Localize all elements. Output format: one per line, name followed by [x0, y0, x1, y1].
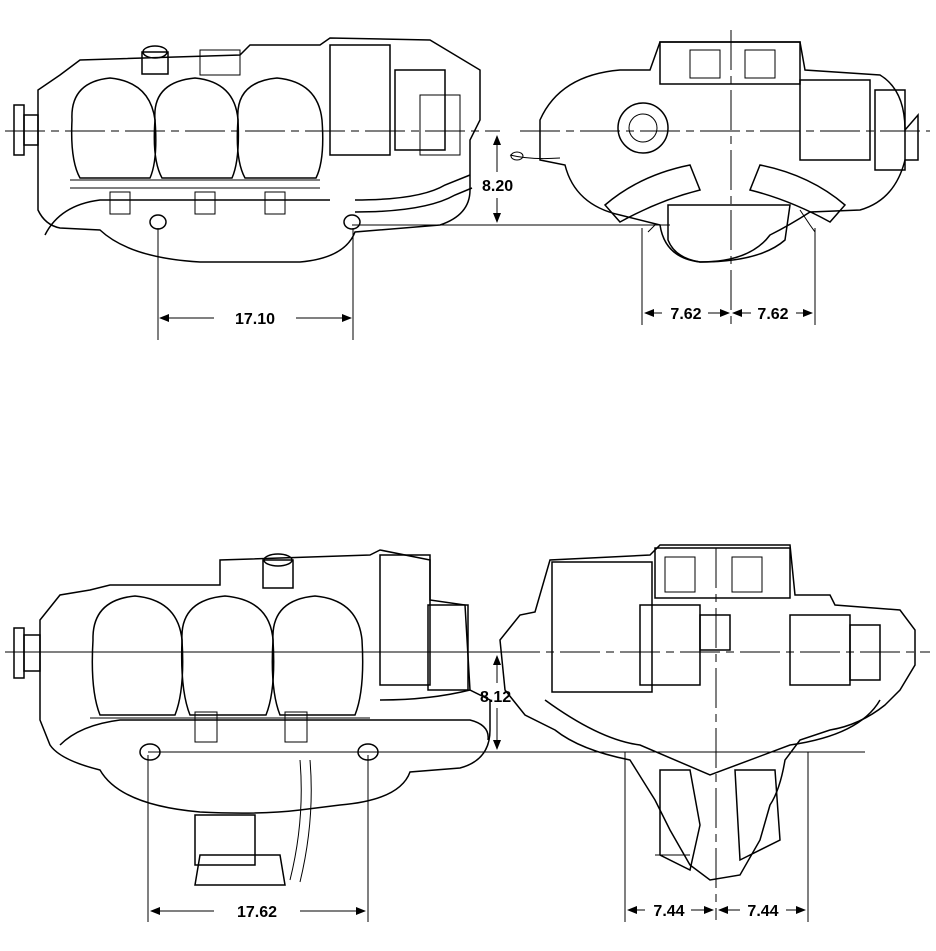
top-side-dim-vertical-label: 8.20	[482, 178, 513, 195]
bottom-end-dimension-right: 7.44	[719, 903, 805, 920]
bottom-side-view-engine	[14, 550, 490, 885]
top-end-dim-right-label: 7.62	[757, 306, 788, 323]
top-end-dimension-right: 7.62	[733, 306, 812, 323]
bottom-end-view-engine	[500, 545, 915, 880]
bottom-side-dim-horizontal-label: 17.62	[237, 904, 277, 921]
bottom-end-dim-left-label: 7.44	[653, 903, 684, 920]
top-side-dimension-17-10: 17.10	[160, 311, 351, 328]
bottom-side-dimension-17-62: 17.62	[151, 904, 365, 921]
bottom-end-dim-right-label: 7.44	[747, 903, 778, 920]
top-side-view-engine	[14, 38, 480, 262]
top-end-dim-left-label: 7.62	[670, 306, 701, 323]
bottom-side-dimension-8-12: 8.12	[480, 656, 511, 749]
top-side-dim-horizontal-label: 17.10	[235, 311, 275, 328]
top-side-dimension-8-20: 8.20	[482, 136, 513, 222]
top-end-view-engine	[510, 42, 918, 262]
top-end-dimension-left: 7.62	[645, 306, 729, 323]
bottom-end-dimension-left: 7.44	[628, 903, 713, 920]
